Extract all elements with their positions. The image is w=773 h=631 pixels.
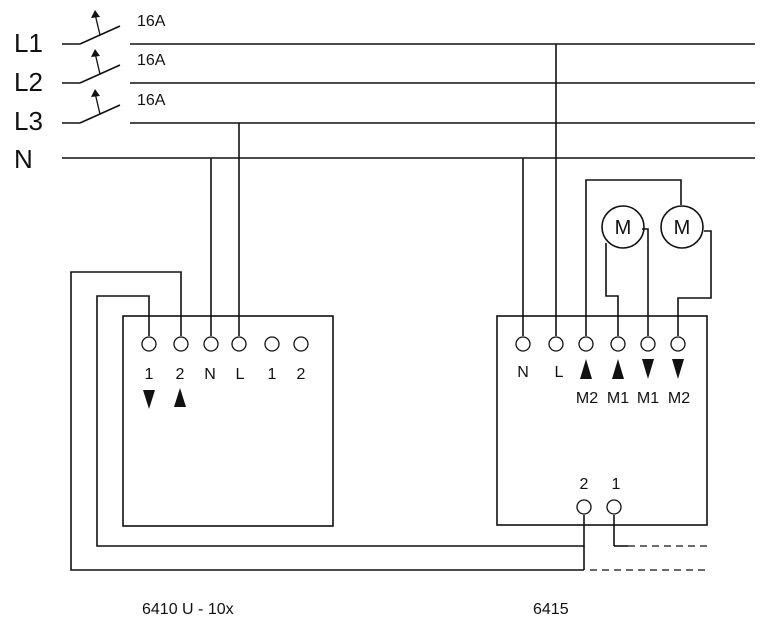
right-input-label-2: 2 — [580, 476, 589, 493]
left-terminal-label-l: L — [236, 366, 245, 383]
right-terminal-m2-up — [578, 336, 594, 352]
right-terminal-m1-up — [610, 336, 626, 352]
left-control-wire-2 — [70, 271, 584, 571]
circuit-breaker-l1 — [62, 10, 755, 45]
device-right-box — [496, 315, 708, 526]
device-left-box — [122, 315, 334, 527]
right-terminal-l — [548, 336, 564, 352]
left-terminal-out-1 — [264, 336, 280, 352]
left-terminal-l — [231, 336, 247, 352]
right-input-label-1: 1 — [612, 476, 621, 493]
motor-wire-m1-b — [642, 228, 649, 336]
motor-2-label: M — [674, 217, 691, 239]
right-terminal-m1-down — [640, 336, 656, 352]
circuit-breaker-l2 — [62, 49, 755, 84]
line-label-n: N — [14, 144, 33, 174]
motor-wire-m1-a — [605, 243, 619, 336]
device-right-name: 6415 — [533, 601, 569, 618]
breaker-rating-l3: 16A — [137, 92, 166, 109]
arrow-up-icon — [580, 359, 592, 379]
right-terminal-label-m2-down: M2 — [668, 390, 690, 407]
left-terminal-label-n: N — [204, 366, 216, 383]
breaker-rating-l1: 16A — [137, 13, 166, 30]
motor-wire-m2-b — [677, 230, 712, 336]
arrow-up-icon — [612, 359, 624, 379]
arrow-down-icon — [143, 390, 155, 409]
line-label-l3: L3 — [14, 106, 43, 136]
motor-1-label: M — [615, 217, 632, 239]
left-terminal-label-out-2: 2 — [297, 366, 306, 383]
arrow-down-icon — [642, 359, 654, 379]
left-terminal-2 — [173, 336, 189, 352]
device-left-name: 6410 U - 10x — [142, 601, 234, 618]
arrow-up-icon — [174, 388, 186, 407]
left-terminal-label-out-1: 1 — [268, 366, 277, 383]
right-input-terminal-1 — [606, 499, 622, 515]
circuit-breaker-l3 — [62, 89, 755, 124]
motor-wire-m2-a — [585, 179, 682, 336]
right-terminal-m2-down — [670, 336, 686, 352]
right-terminal-label-l: L — [555, 364, 564, 381]
motor-1: M — [601, 205, 645, 249]
left-terminal-out-2 — [293, 336, 309, 352]
line-label-l2: L2 — [14, 67, 43, 97]
left-terminal-label-2: 2 — [176, 366, 185, 383]
left-terminal-label-1: 1 — [145, 366, 154, 383]
right-terminal-label-n: N — [517, 364, 529, 381]
left-terminal-n — [203, 336, 219, 352]
right-terminal-label-m2-up: M2 — [576, 390, 598, 407]
right-input-terminal-2 — [576, 499, 592, 515]
right-terminal-label-m1-up: M1 — [607, 390, 629, 407]
line-label-l1: L1 — [14, 28, 43, 58]
left-control-wire-1 — [96, 295, 585, 547]
right-terminal-n — [515, 336, 531, 352]
motor-2: M — [660, 205, 704, 249]
left-terminal-1 — [141, 336, 157, 352]
right-terminal-label-m1-down: M1 — [637, 390, 659, 407]
arrow-down-icon — [672, 359, 684, 379]
breaker-rating-l2: 16A — [137, 52, 166, 69]
